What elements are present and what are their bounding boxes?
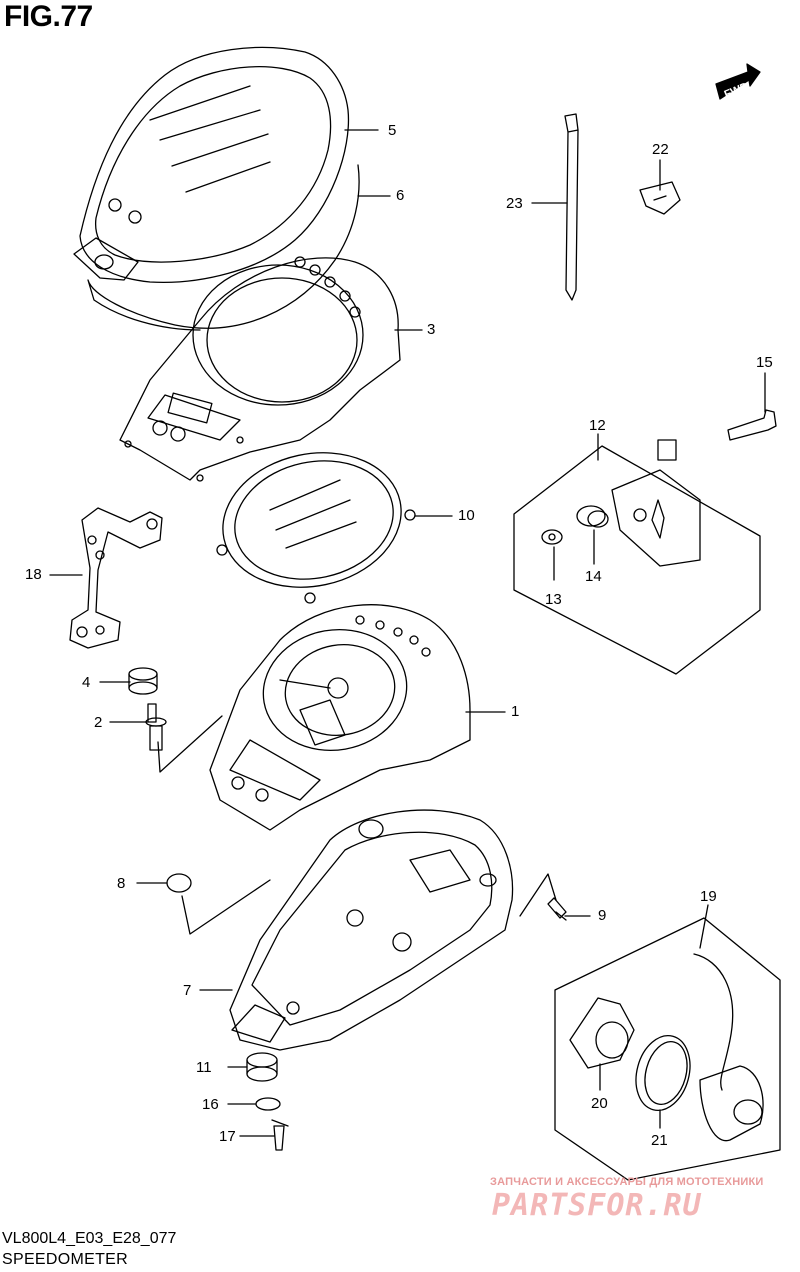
callout-23: 23 <box>506 195 523 212</box>
lower-case-part <box>230 810 513 1050</box>
bolt-part <box>728 410 776 440</box>
grommet-lower-part <box>247 1053 277 1081</box>
watermark-subtitle: ЗАПЧАСТИ И АКСЕССУАРЫ ДЛЯ МОТОТЕХНИКИ <box>490 1176 764 1188</box>
leader-lines <box>50 130 765 1136</box>
collar-part <box>146 704 166 750</box>
lens-part <box>210 437 415 604</box>
callout-4: 4 <box>82 674 91 691</box>
grommet-part <box>129 668 157 694</box>
callout-3: 3 <box>427 321 436 338</box>
callout-5: 5 <box>388 122 397 139</box>
callout-6: 6 <box>396 187 405 204</box>
callout-10: 10 <box>458 507 475 524</box>
callout-9: 9 <box>598 907 607 924</box>
callout-11: 11 <box>196 1059 212 1076</box>
rotor-part <box>570 998 634 1068</box>
diagram-code: VL800L4_E03_E28_077 <box>2 1230 177 1247</box>
sensor-part <box>612 440 700 566</box>
screw-part <box>548 898 566 920</box>
callout-15: 15 <box>756 354 773 371</box>
meter-housing-part <box>120 257 400 481</box>
watermark-brand: PARTSFOR.RU <box>492 1188 702 1223</box>
upper-cover-part <box>74 47 348 282</box>
callout-13: 13 <box>545 591 562 608</box>
wire-harness-part <box>694 954 763 1141</box>
callout-16: 16 <box>202 1096 219 1113</box>
callout-19: 19 <box>700 888 717 905</box>
cable-tie-part <box>565 114 578 300</box>
diagram-title: SPEEDOMETER <box>2 1251 128 1268</box>
seal-ring-part <box>628 1030 698 1117</box>
clamp-part <box>640 182 680 214</box>
washer-part <box>256 1098 280 1110</box>
callout-14: 14 <box>585 568 602 585</box>
bracket-part <box>70 508 162 648</box>
callout-18: 18 <box>25 566 42 583</box>
callout-7: 7 <box>183 982 192 999</box>
callout-8: 8 <box>117 875 126 892</box>
callout-17: 17 <box>219 1128 236 1145</box>
callout-20: 20 <box>591 1095 608 1112</box>
cap-part <box>167 874 191 892</box>
harness-group-frame <box>555 918 780 1180</box>
gasket-part <box>88 165 359 330</box>
bush-part <box>577 506 608 527</box>
callout-22: 22 <box>652 141 669 158</box>
callout-21: 21 <box>651 1132 668 1149</box>
sensor-group-frame <box>514 446 760 674</box>
fwd-arrow-icon: FWD <box>716 64 760 101</box>
figure-title: FIG.77 <box>4 0 93 33</box>
callout-12: 12 <box>589 417 606 434</box>
lower-screw-part <box>272 1120 288 1150</box>
spacer-part <box>542 530 562 544</box>
speedometer-assembly-part <box>210 605 470 830</box>
callout-1: 1 <box>511 703 520 720</box>
callout-2: 2 <box>94 714 103 731</box>
